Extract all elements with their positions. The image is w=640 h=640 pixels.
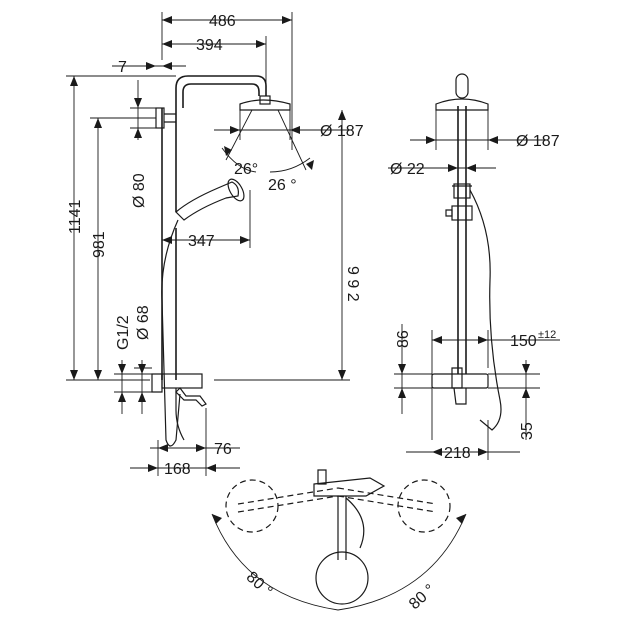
mixer-handle: [151, 373, 163, 393]
front-head-top: [455, 73, 469, 99]
front-slider-knob: [445, 209, 453, 217]
front-shower-head: [435, 98, 489, 111]
front-view: Ø 187 Ø 22 86 150 ±12 35 218: [388, 73, 560, 462]
arm-rotated-left-2: [237, 495, 339, 513]
dim-arrow: [398, 364, 406, 398]
hose-plan-view: [345, 497, 365, 549]
front-slider: [451, 205, 473, 221]
dim-486-line: [161, 12, 293, 150]
mixer-top-knob: [337, 496, 347, 520]
dim-347-label: 347: [188, 233, 215, 250]
rot-80-right-label: 80 °: [406, 581, 439, 613]
front-hose: [469, 189, 502, 431]
dim-394-line: [162, 36, 267, 96]
angle-arc: [221, 147, 311, 173]
dim-g12-line: [114, 360, 162, 414]
dim-g12-label: G1/2: [115, 315, 132, 350]
side-view: 486 394 7 1141 981 Ø 80 Ø 187 26° 26 ° 3…: [66, 12, 364, 478]
dim-218-line: [406, 420, 520, 460]
arm-plan-view: [337, 520, 347, 560]
arm-rotated-left: [237, 487, 339, 505]
spout: [175, 387, 207, 407]
overhead-shower-head: [239, 99, 291, 111]
shower-arm: [175, 75, 267, 108]
hand-shower: [175, 181, 239, 221]
head-rotated-right: [397, 479, 451, 533]
front-spout: [453, 387, 467, 405]
dim-76-label: 76: [214, 441, 232, 458]
head-rotated-left: [225, 479, 279, 533]
dim-68-label: Ø 68: [135, 305, 152, 340]
dim-1141-label: 1141: [67, 199, 84, 234]
shower-head-neck: [259, 95, 271, 105]
dim-arrow: [134, 98, 142, 138]
dim-981-label: 981: [91, 231, 108, 258]
dim-35-label: 35: [519, 422, 536, 440]
swing-arc: [211, 513, 467, 611]
dim-486-label: 486: [209, 13, 236, 30]
dim-arrow: [146, 62, 172, 70]
arm-rotated-right-2: [337, 495, 437, 513]
mixer-top-lever: [317, 469, 327, 485]
dim-187-right-label: Ø 187: [516, 133, 560, 150]
dim-arrow: [522, 364, 530, 398]
mixer-top-view: [313, 477, 386, 497]
dim-150-label: 150: [510, 333, 537, 350]
front-mixer: [431, 373, 489, 389]
front-mixer-handle: [451, 367, 463, 389]
dim-394-label: 394: [196, 37, 223, 54]
head-plan-view: [315, 551, 369, 605]
arm-rotated-right: [337, 487, 437, 505]
dim-arrow: [448, 164, 476, 172]
dim-arrow: [118, 364, 146, 402]
dim-80-label: Ø 80: [131, 173, 148, 208]
dim-1141-line: [66, 75, 176, 381]
rot-80-left-label: 80 °: [243, 569, 276, 601]
dim-992-label: 9 9 2: [344, 266, 361, 302]
hose: [161, 219, 181, 447]
dim-arrow: [162, 236, 250, 244]
spout-body: [175, 388, 185, 441]
dim-150-line: [432, 330, 560, 368]
dim-22-label: Ø 22: [390, 161, 425, 178]
dim-347-line: [162, 190, 251, 248]
dim-7-label: 7: [118, 59, 127, 76]
mixer-body: [161, 373, 203, 389]
swing-arrow-left: [212, 514, 222, 524]
dim-150-tolerance: ±12: [538, 329, 556, 341]
shower-arm-inner: [182, 83, 260, 108]
hand-shower-face: [227, 178, 245, 202]
front-riser: [457, 106, 467, 374]
wall-bracket-arm: [164, 113, 176, 123]
plan-view: 80 ° 80 °: [211, 469, 467, 613]
dim-981-line: [90, 117, 156, 380]
dim-80-line: [130, 80, 156, 140]
angle-26-a-label: 26°: [234, 161, 258, 178]
angle-26-b-label: 26 °: [268, 177, 297, 194]
dim-168-label: 168: [164, 461, 191, 478]
swing-arrow-right: [456, 514, 466, 524]
dim-218-label: 218: [444, 445, 471, 462]
dim-arrow: [158, 444, 206, 452]
dim-86-label: 86: [395, 330, 412, 348]
dim-992-line: [214, 110, 350, 381]
